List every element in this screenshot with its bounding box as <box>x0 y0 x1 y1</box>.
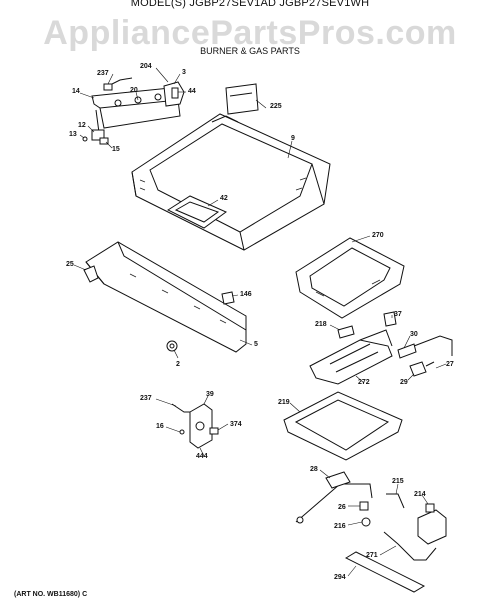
part-30-orifice <box>397 335 453 359</box>
label-29: 29 <box>400 379 408 386</box>
label-374: 374 <box>230 421 242 428</box>
label-146: 146 <box>240 291 252 298</box>
part-26-fitting <box>359 501 369 511</box>
label-218: 218 <box>315 321 327 328</box>
part-28-broil-burner <box>295 471 373 524</box>
label-26: 26 <box>338 504 346 511</box>
label-14: 14 <box>72 88 80 95</box>
section-subtitle: BURNER & GAS PARTS <box>200 46 300 56</box>
part-146-small-bracket <box>221 291 235 305</box>
label-3: 3 <box>182 69 186 76</box>
label-13: 13 <box>69 131 77 138</box>
part-29-fitting <box>409 361 435 377</box>
part-12-valve-fitting <box>82 129 109 145</box>
part-number-labels: 237 204 3 20 14 44 225 12 13 15 9 42 270… <box>66 63 454 581</box>
part-270-shield-plate <box>295 237 405 319</box>
label-2: 2 <box>176 361 180 368</box>
part-9-burner-box <box>131 113 331 251</box>
label-9: 9 <box>291 135 295 142</box>
part-294-strip <box>344 551 426 593</box>
label-5: 5 <box>254 341 258 348</box>
label-39: 39 <box>206 391 214 398</box>
label-237-top: 237 <box>97 70 109 77</box>
label-444: 444 <box>196 453 208 460</box>
label-44: 44 <box>188 88 196 95</box>
part-3-bracket <box>163 81 185 107</box>
part-214-regulator <box>383 503 447 561</box>
art-number: (ART NO. WB11680) C <box>14 591 88 598</box>
label-15: 15 <box>112 146 120 153</box>
label-25: 25 <box>66 261 74 268</box>
leader-lines <box>73 67 447 577</box>
label-270: 270 <box>372 232 384 239</box>
model-title: MODEL(S) JGBP27SEV1AD JGBP27SEV1WH <box>130 0 370 9</box>
part-219-lower-shield <box>283 391 403 461</box>
site-watermark: AppliancePartsPros.com <box>43 14 457 52</box>
label-37: 37 <box>394 311 402 318</box>
label-27: 27 <box>446 361 454 368</box>
label-271: 271 <box>366 552 378 559</box>
label-219: 219 <box>278 399 290 406</box>
label-272: 272 <box>358 379 370 386</box>
label-214: 214 <box>414 491 426 498</box>
label-225: 225 <box>270 103 282 110</box>
part-225-panel <box>225 83 259 115</box>
part-25-clip <box>83 265 99 283</box>
part-216-nut <box>361 517 371 527</box>
label-216: 216 <box>334 523 346 530</box>
label-28: 28 <box>310 466 318 473</box>
label-204: 204 <box>140 63 152 70</box>
part-272-bake-burner <box>309 329 393 385</box>
part-215-tube <box>386 493 405 509</box>
label-30: 30 <box>410 331 418 338</box>
label-42: 42 <box>220 195 228 202</box>
part-218-igniter <box>337 325 355 339</box>
part-42-opening-frame <box>166 195 227 229</box>
part-37-clip <box>383 311 397 327</box>
label-16: 16 <box>156 423 164 430</box>
label-237-bottom: 237 <box>140 395 152 402</box>
label-294: 294 <box>334 574 346 581</box>
label-215: 215 <box>392 478 404 485</box>
part-5-front-rail <box>85 241 247 353</box>
part-39-valve-body <box>171 403 219 449</box>
part-2-grommet <box>166 340 178 352</box>
label-20: 20 <box>130 87 138 94</box>
label-12: 12 <box>78 122 86 129</box>
